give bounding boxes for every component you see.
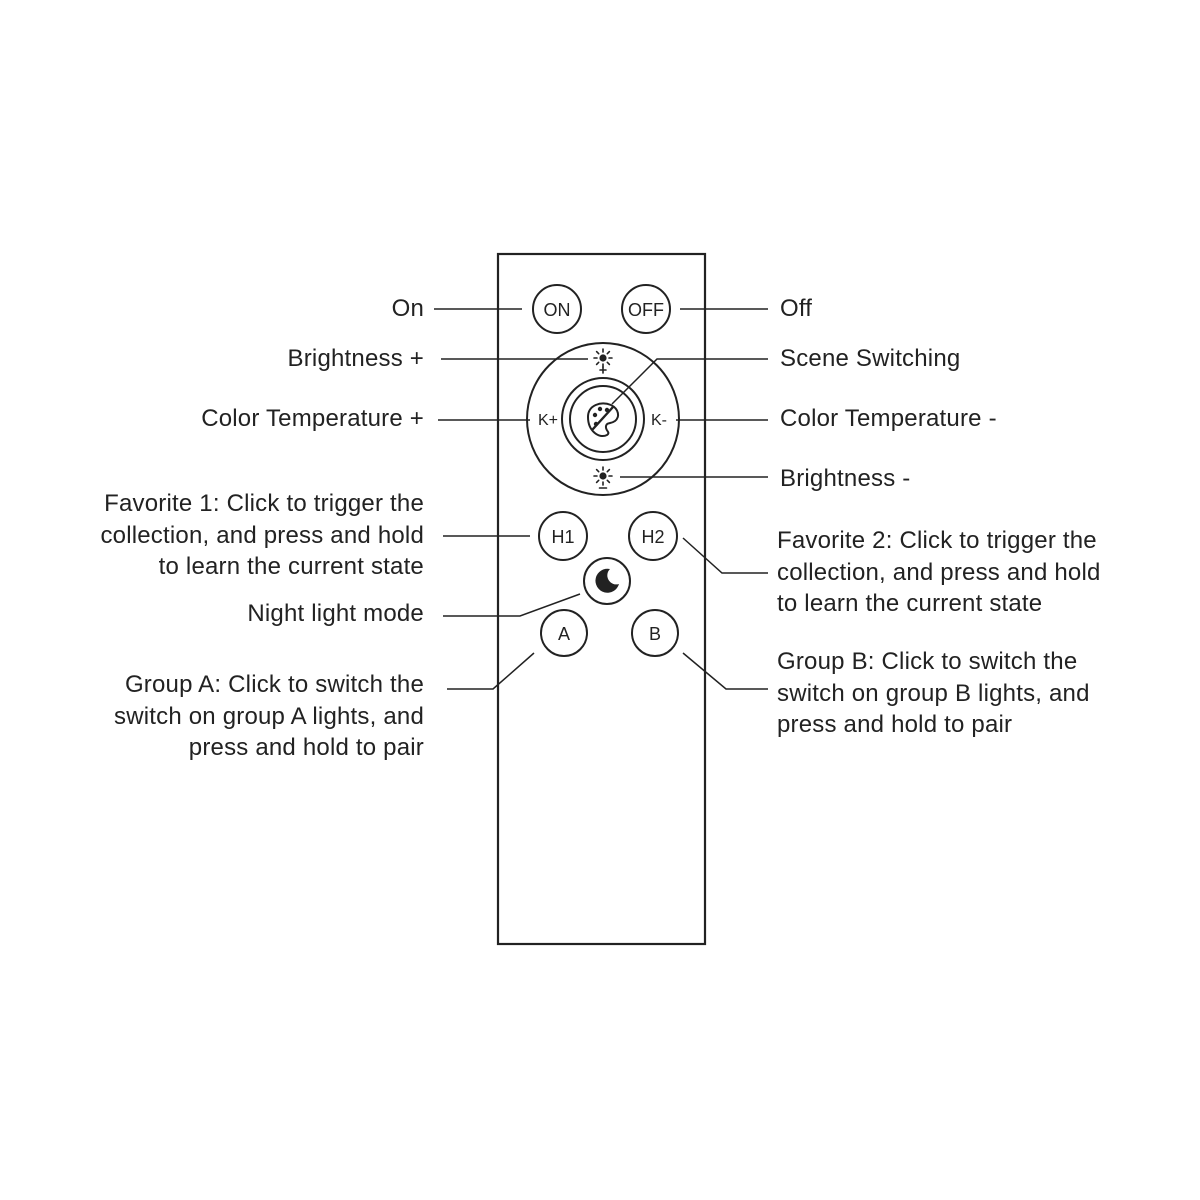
night-light-button[interactable] xyxy=(583,557,631,605)
brightness-down-button[interactable] xyxy=(590,466,616,492)
label-color-temp-minus: Color Temperature - xyxy=(780,405,997,432)
remote-body xyxy=(496,252,707,946)
group-a-button-label: A xyxy=(558,624,570,644)
color-temp-plus-button[interactable]: K+ xyxy=(538,412,558,429)
h1-button[interactable]: H1 xyxy=(538,511,588,561)
h2-button[interactable]: H2 xyxy=(628,511,678,561)
label-on: On xyxy=(391,295,424,322)
off-button[interactable]: OFF xyxy=(621,284,671,334)
leader-night-light xyxy=(443,593,581,617)
label-brightness-minus: Brightness - xyxy=(780,465,911,492)
h2-button-label: H2 xyxy=(641,527,664,547)
leader-scene xyxy=(611,358,768,405)
moon-star-icon xyxy=(595,568,619,593)
leader-lines xyxy=(434,308,768,690)
on-button[interactable]: ON xyxy=(532,284,582,334)
leader-group-b xyxy=(682,652,768,690)
leader-group-a xyxy=(447,652,535,690)
label-brightness-plus: Brightness + xyxy=(287,345,424,372)
group-b-button[interactable]: B xyxy=(631,609,679,657)
on-button-label: ON xyxy=(544,300,571,320)
label-night-light: Night light mode xyxy=(247,600,424,627)
color-temp-minus-button[interactable]: K- xyxy=(651,412,667,429)
label-off: Off xyxy=(780,295,813,322)
label-color-temp-plus: Color Temperature + xyxy=(201,405,424,432)
group-a-button[interactable]: A xyxy=(540,609,588,657)
sun-plus-icon xyxy=(593,348,613,374)
leader-favorite-2 xyxy=(682,537,768,574)
palette-icon xyxy=(586,402,620,437)
label-scene-switching: Scene Switching xyxy=(780,345,961,372)
label-favorite-1: Favorite 1: Click to trigger the collect… xyxy=(100,490,424,580)
sun-minus-icon xyxy=(593,466,613,489)
off-button-label: OFF xyxy=(628,300,664,320)
label-group-a: Group A: Click to switch the switch on g… xyxy=(114,671,424,761)
h1-button-label: H1 xyxy=(551,527,574,547)
label-group-b: Group B: Click to switch the switch on g… xyxy=(777,648,1090,738)
brightness-up-button[interactable] xyxy=(590,348,616,374)
group-b-button-label: B xyxy=(649,624,661,644)
label-favorite-2: Favorite 2: Click to trigger the collect… xyxy=(777,527,1101,617)
